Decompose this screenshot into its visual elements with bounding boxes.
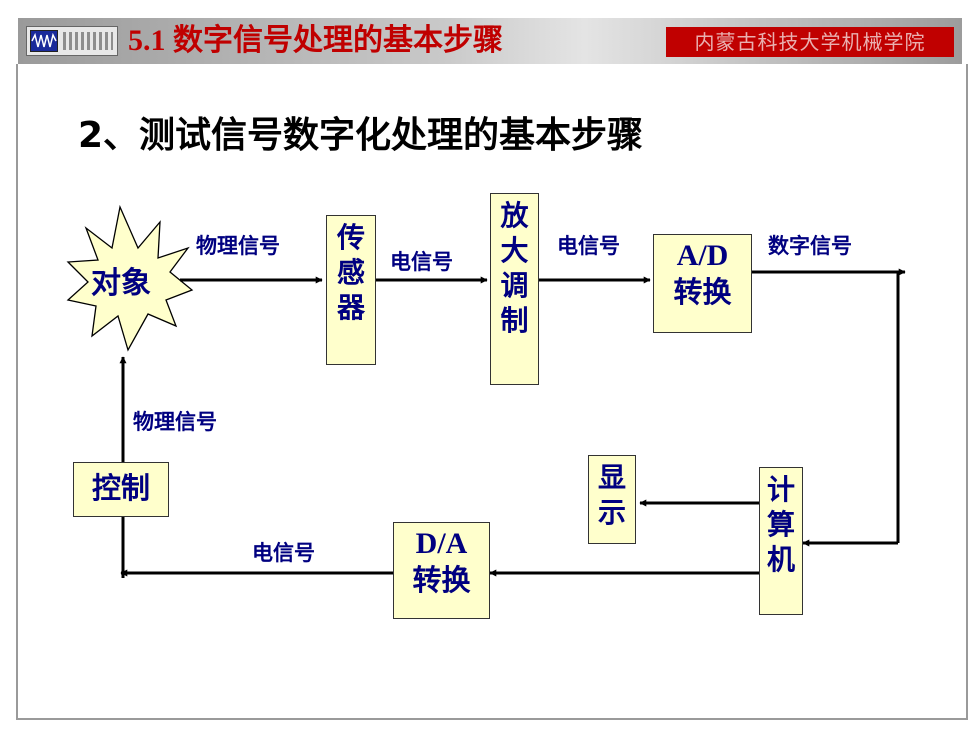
oscilloscope-knobs — [63, 32, 113, 50]
control-label: 控制 — [91, 471, 150, 505]
slide-title: 2、测试信号数字化处理的基本步骤 — [78, 115, 644, 156]
label-dac-to-control: 电信号 — [252, 541, 315, 565]
sensor-box: 传 感 器 — [326, 215, 376, 365]
sensor-char: 感 — [336, 256, 365, 289]
computer-char: 算 — [766, 508, 795, 541]
ad-subtitle: 转换 — [673, 275, 732, 309]
content-panel — [16, 64, 968, 720]
amplifier-char: 大 — [500, 234, 529, 267]
display-char: 示 — [597, 496, 626, 529]
control-box: 控制 — [73, 462, 169, 517]
waveform-icon — [31, 32, 57, 48]
amplifier-char: 放 — [500, 199, 529, 232]
da-subtitle: 转换 — [412, 563, 471, 597]
amplifier-box: 放 大 调 制 — [490, 193, 539, 385]
oscilloscope-screen — [30, 30, 58, 52]
sensor-char: 器 — [336, 291, 365, 324]
computer-box: 计 算 机 — [759, 467, 803, 615]
label-control-to-object: 物理信号 — [133, 410, 217, 434]
object-star-shape — [66, 204, 194, 352]
ad-converter-box: A/D 转换 — [653, 234, 752, 333]
sensor-char: 传 — [336, 221, 365, 254]
ad-title: A/D — [676, 239, 729, 272]
school-name: 内蒙古科技大学机械学院 — [666, 27, 954, 57]
da-converter-box: D/A 转换 — [393, 522, 490, 619]
display-box: 显 示 — [588, 455, 636, 544]
amplifier-char: 调 — [500, 269, 529, 302]
computer-char: 机 — [766, 543, 795, 576]
object-label: 对象 — [91, 266, 151, 301]
amplifier-char: 制 — [500, 304, 529, 337]
label-amp-to-adc: 电信号 — [557, 234, 620, 258]
display-char: 显 — [597, 461, 626, 494]
header-bar: 5.1 数字信号处理的基本步骤 内蒙古科技大学机械学院 — [18, 18, 962, 64]
header-title: 5.1 数字信号处理的基本步骤 — [128, 24, 503, 57]
label-adc-out: 数字信号 — [768, 234, 852, 258]
computer-char: 计 — [766, 473, 795, 506]
oscilloscope-icon — [26, 26, 118, 56]
label-sensor-to-amp: 电信号 — [390, 250, 453, 274]
da-title: D/A — [415, 527, 468, 560]
label-object-to-sensor: 物理信号 — [196, 234, 280, 258]
